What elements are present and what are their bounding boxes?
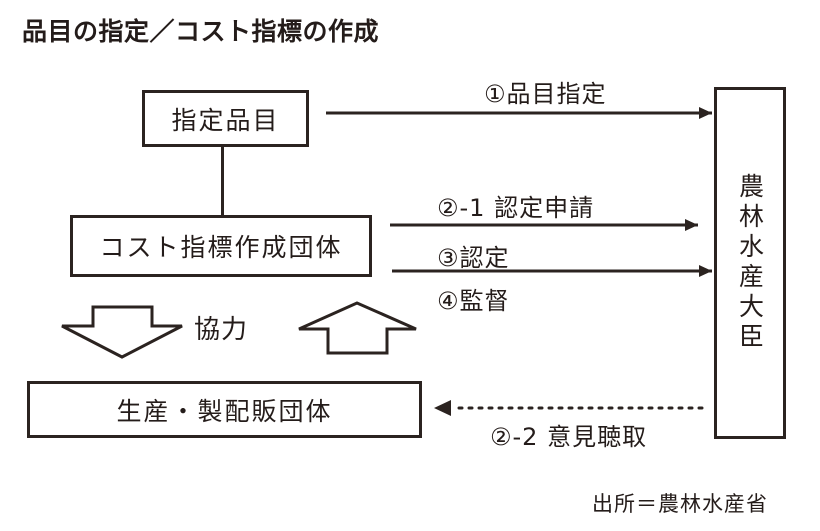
flow-1-label: ①品目指定 bbox=[484, 80, 607, 108]
flow-2-1-label: ②-1 認定申請 bbox=[437, 194, 595, 222]
cooperation-down-arrow-icon bbox=[61, 305, 183, 359]
flow-2-2-label: ②-2 意見聴取 bbox=[490, 423, 648, 451]
flow-2-2-arrow bbox=[434, 400, 704, 416]
node-designated-item: 指定品目 bbox=[142, 90, 309, 147]
node-production-distribution-group-label: 生産・製配販団体 bbox=[116, 396, 333, 426]
cooperation-label: 協力 bbox=[194, 315, 249, 345]
source-note: 出所＝農林水産省 bbox=[592, 492, 768, 516]
node-production-distribution-group: 生産・製配販団体 bbox=[27, 381, 422, 438]
node-cost-index-group: コスト指標作成団体 bbox=[70, 215, 372, 277]
node-maff-minister-label: 農林水産大臣 bbox=[735, 173, 765, 353]
connector-designated-item-to-cost-group bbox=[221, 147, 224, 215]
node-cost-index-group-label: コスト指標作成団体 bbox=[99, 233, 343, 262]
node-maff-minister: 農林水産大臣 bbox=[714, 87, 786, 439]
flow-3-label: ③認定 bbox=[437, 244, 510, 272]
cooperation-up-arrow-icon bbox=[298, 301, 417, 355]
page-title: 品目の指定／コスト指標の作成 bbox=[22, 17, 380, 46]
node-designated-item-label: 指定品目 bbox=[171, 105, 280, 135]
flow-4-label: ④監督 bbox=[437, 287, 510, 315]
